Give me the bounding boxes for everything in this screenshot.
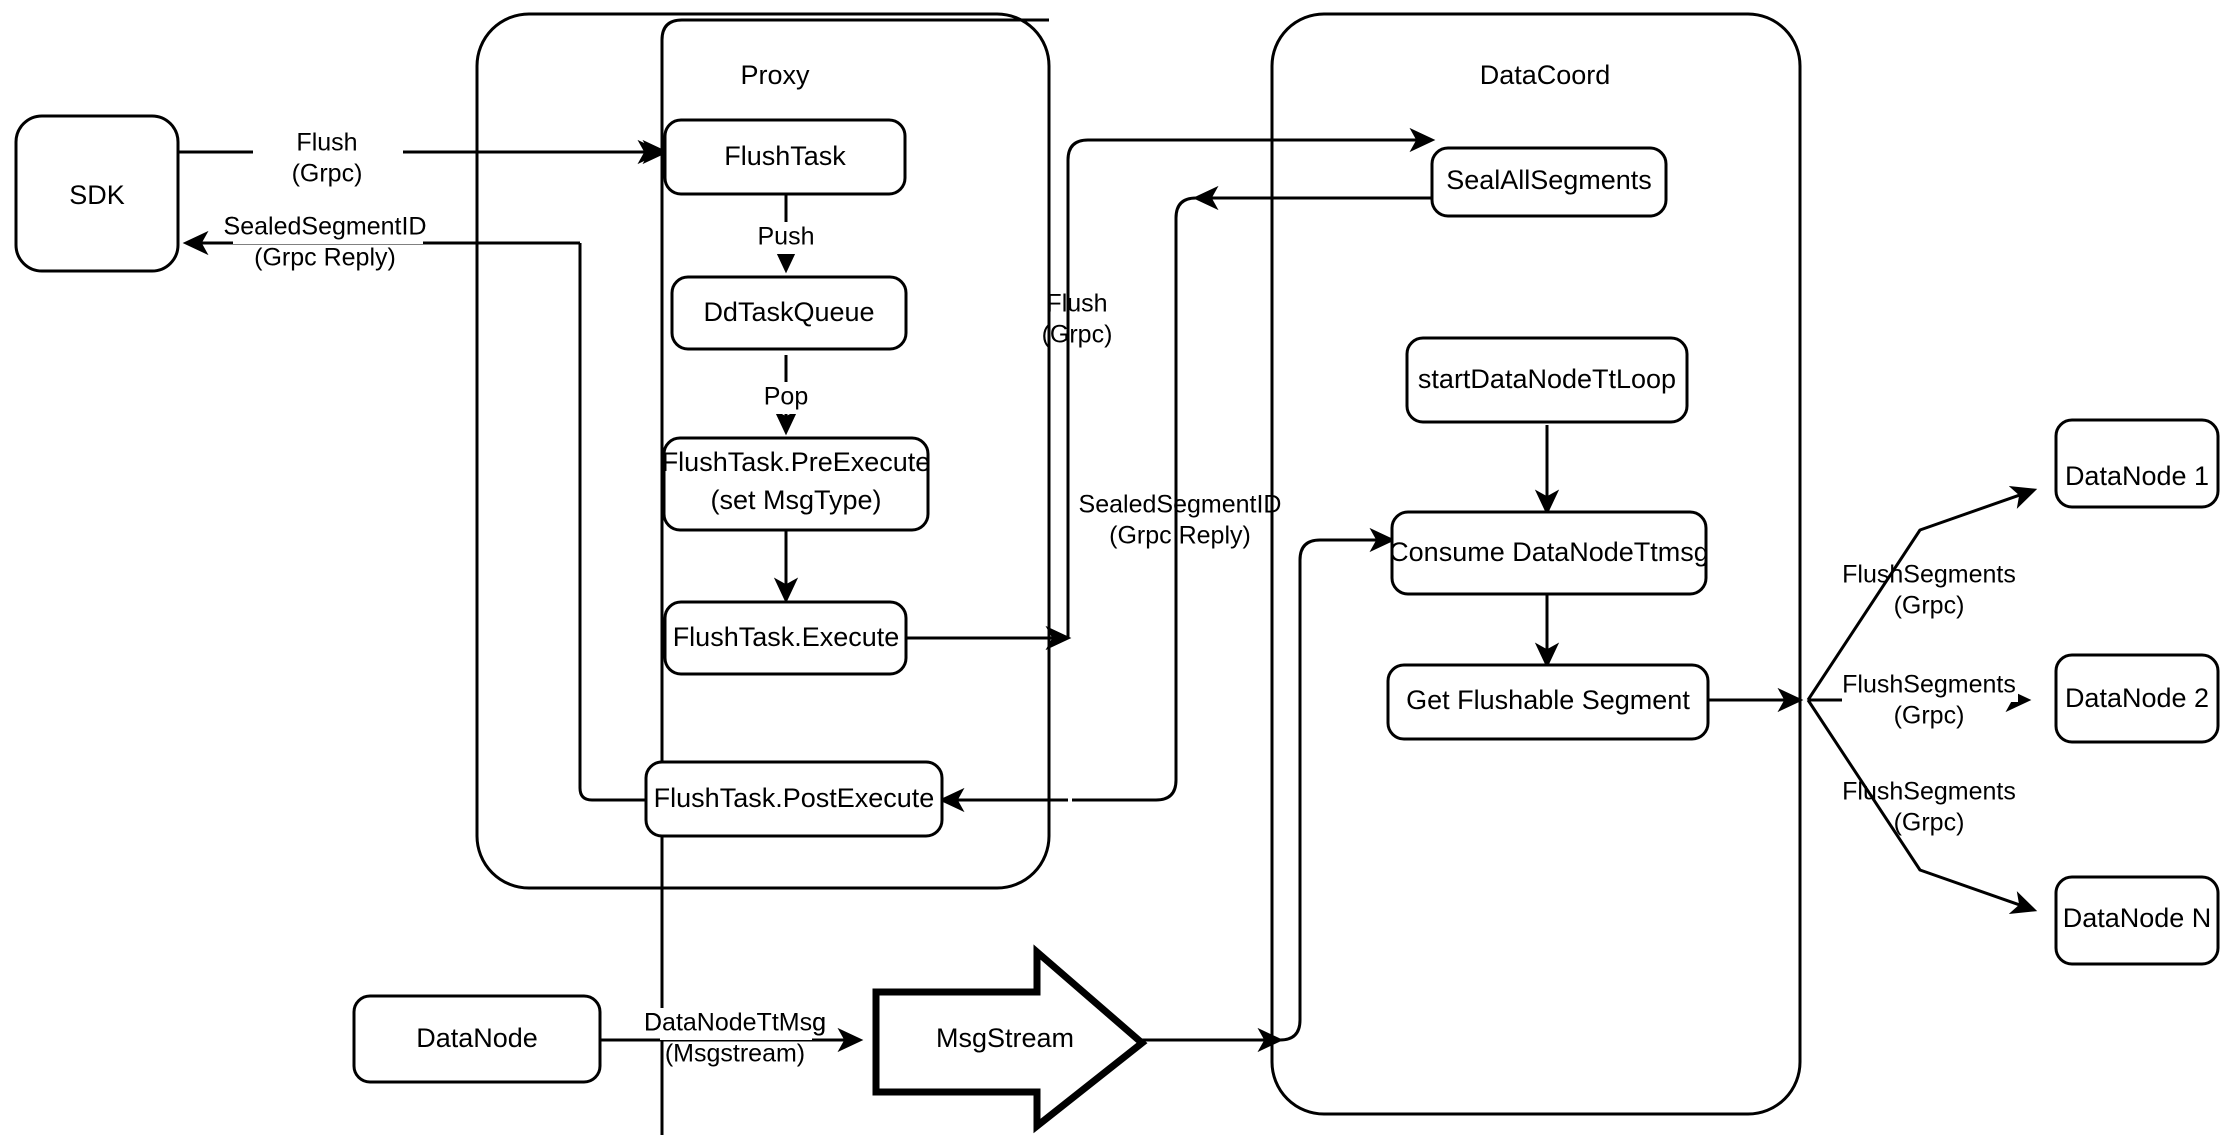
node-preexecute-label-line1: FlushTask.PreExecute <box>662 447 931 477</box>
node-datanode2-label: DataNode 2 <box>2065 683 2209 713</box>
datacoord-label: DataCoord <box>1480 60 1611 90</box>
label-mask-3 <box>740 222 832 254</box>
node-sealallsegments[interactable] <box>1430 146 1668 218</box>
edge-label-sealed-mid-line1: SealedSegmentID <box>1079 491 1282 519</box>
edge-label-flush-sdk-line2: (Grpc) <box>292 160 363 188</box>
edge-label-sealed-mid-line2: (Grpc Reply) <box>1109 522 1251 550</box>
node-getflushable-label: Get Flushable Segment <box>1406 685 1690 715</box>
node-flushtask-postexecute[interactable]: FlushTask.PostExecute <box>644 760 944 838</box>
edge-proxy-topbus <box>660 18 1049 41</box>
group-proxy: Proxy <box>475 12 1051 890</box>
label-mask-6 <box>1842 670 2018 702</box>
edge-label-push-top: Push <box>758 223 815 251</box>
node-datanode-bottom[interactable]: DataNode <box>352 994 602 1084</box>
node-ddtaskqueue-label: DdTaskQueue <box>703 297 874 327</box>
node-ddtaskqueue[interactable]: DdTaskQueue <box>670 275 908 351</box>
label-mask-1 <box>253 130 403 162</box>
edge-label-flushseg1-line1: FlushSegments <box>1842 561 2016 589</box>
node-datanode1-label: DataNode 1 <box>2065 461 2209 491</box>
edge-label-datanodettmsg-line2: (Msgstream) <box>665 1040 805 1068</box>
node-postexecute-label: FlushTask.PostExecute <box>654 783 935 813</box>
edge-hub-to-datanoden <box>1806 699 2038 915</box>
edge-label-flush-sdk-line1-top: Flush <box>296 129 357 157</box>
edge-flush-grpc-to-datacoord <box>1066 138 1270 638</box>
node-preexecute-label-line2: (set MsgType) <box>710 485 881 515</box>
node-msgstream[interactable]: MsgStream <box>872 944 1148 1134</box>
node-flushtask-label: FlushTask <box>724 141 846 171</box>
node-startdatanodettloop-label: startDataNodeTtLoop <box>1418 364 1676 394</box>
edge-label-flushseg2-line2: (Grpc) <box>1894 702 1965 730</box>
edge-label-flush-mid-line1: Flush <box>1046 290 1107 318</box>
edge-label-datanodettmsg-line1-top: DataNodeTtMsg <box>644 1009 826 1037</box>
node-datanode-2[interactable]: DataNode 2 <box>2054 653 2220 744</box>
node-consume-label: Consume DataNodeTtmsg <box>1389 537 1709 567</box>
node-consume-datanodettmsg[interactable]: Consume DataNodeTtmsg <box>1389 510 1709 596</box>
node-flushtask-execute[interactable]: FlushTask.Execute <box>663 600 908 676</box>
node-flushtask-preexecute[interactable]: FlushTask.PreExecute (set MsgType) <box>662 436 931 532</box>
edge-label-sealed-sdk-line2: (Grpc Reply) <box>254 244 396 272</box>
label-mask-4 <box>748 382 826 414</box>
edge-label-sealed-sdk-line1-top: SealedSegmentID <box>224 213 427 241</box>
node-sealallsegments-label: SealAllSegments <box>1446 165 1652 195</box>
edge-label-flushsegn-line2: (Grpc) <box>1894 809 1965 837</box>
node-datanode-1[interactable]: DataNode 1 <box>2054 418 2220 509</box>
edge-label-flush-mid-line2: (Grpc) <box>1042 321 1113 349</box>
node-sdk-label: SDK <box>69 180 125 210</box>
node-datanoden-label: DataNode N <box>2063 903 2212 933</box>
label-mask-2 <box>233 214 423 244</box>
node-datanode-bottom-label: DataNode <box>416 1023 538 1053</box>
node-execute-label: FlushTask.Execute <box>673 622 900 652</box>
node-sdk[interactable]: SDK <box>14 114 180 273</box>
proxy-container <box>475 12 1051 890</box>
edge-label-pop-top: Pop <box>764 383 808 411</box>
edge-hub-to-datanode1 <box>1806 485 2038 701</box>
edge-sealed-reply-back <box>1072 196 1432 802</box>
edge-postexecute-reply-riser <box>578 243 645 802</box>
edge-label-flushsegn-line1: FlushSegments <box>1842 778 2016 806</box>
node-datanode-n[interactable]: DataNode N <box>2054 875 2220 966</box>
edge-label-flushseg2-line1-top: FlushSegments <box>1842 671 2016 699</box>
node-flushtask[interactable]: FlushTask <box>663 118 907 196</box>
edge-label-flushseg1-line2: (Grpc) <box>1894 592 1965 620</box>
proxy-label: Proxy <box>740 60 810 90</box>
edge-msgstream-to-consume <box>1279 527 1396 1042</box>
node-msgstream-label: MsgStream <box>936 1023 1074 1053</box>
label-mask-5 <box>660 1008 812 1040</box>
datacoord-container <box>1270 12 1802 1116</box>
node-get-flushable-segment[interactable]: Get Flushable Segment <box>1386 663 1710 741</box>
node-startdatanodettloop[interactable]: startDataNodeTtLoop <box>1405 336 1689 424</box>
group-datacoord: DataCoord <box>1270 12 1802 1116</box>
